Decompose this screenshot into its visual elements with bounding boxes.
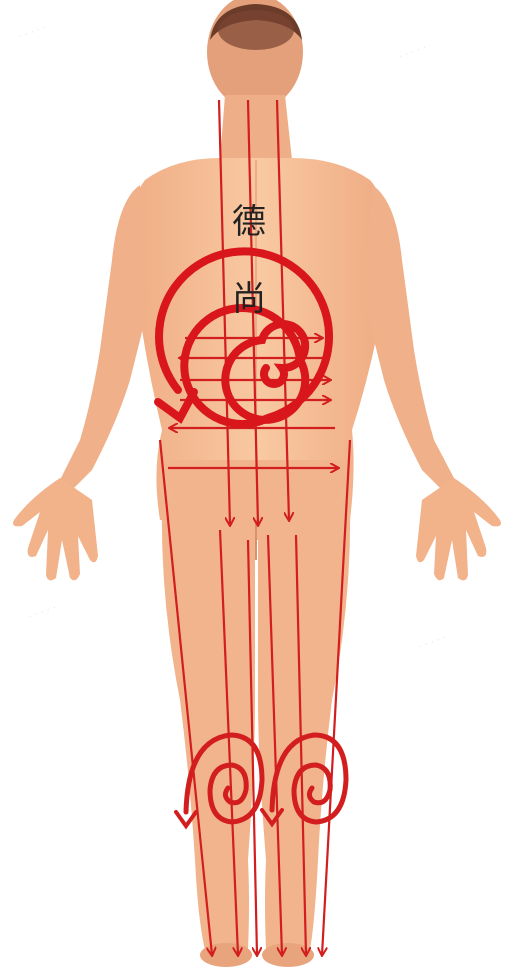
left-hand — [13, 478, 98, 580]
neck — [220, 95, 292, 160]
svg-text:· · · · ·: · · · · · — [397, 43, 428, 63]
right-hand — [416, 478, 501, 580]
left-foot — [200, 943, 252, 967]
overlay-char-2: 尚 — [232, 282, 266, 316]
right-arm — [364, 185, 458, 500]
left-leg — [162, 500, 255, 950]
overlay-char-1: 德 — [232, 205, 266, 239]
svg-text:· · · · ·: · · · · · — [417, 633, 448, 653]
left-arm — [56, 185, 150, 500]
svg-text:· · · · ·: · · · · · — [17, 23, 48, 43]
svg-text:· · · · ·: · · · · · — [27, 603, 58, 623]
